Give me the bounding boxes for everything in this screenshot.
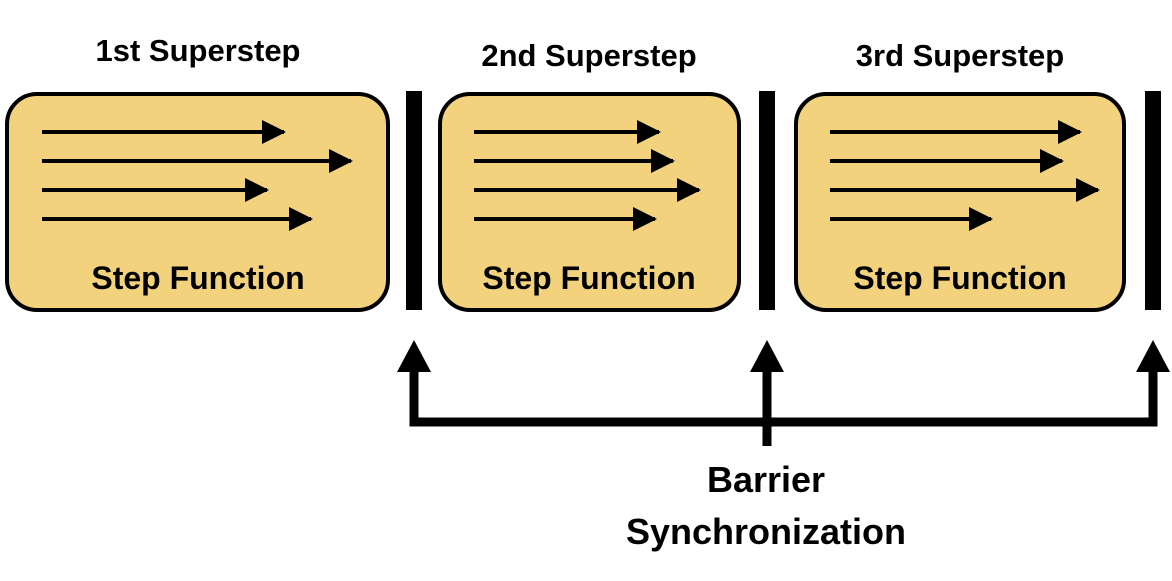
superstep-2: 2nd Superstep Step Function [438, 38, 741, 312]
barrier-bar-1 [406, 91, 422, 310]
superstep-2-function-label: Step Function [482, 260, 695, 296]
superstep-1-title: 1st Superstep [95, 33, 300, 68]
superstep-2-box [438, 92, 741, 312]
superstep-1-function-label: Step Function [91, 260, 304, 296]
sync-connector [397, 340, 1170, 446]
superstep-3-arrows [830, 120, 1100, 231]
barrier-caption-line1: Barrier [707, 459, 825, 500]
superstep-3-box [794, 92, 1126, 312]
superstep-2-title: 2nd Superstep [481, 38, 696, 73]
superstep-3: 3rd Superstep Step Function [794, 38, 1126, 312]
barrier-bar-3 [1145, 91, 1161, 310]
sync-arrowhead-3 [1136, 340, 1170, 372]
superstep-1-arrows [42, 120, 353, 231]
superstep-1: 1st Superstep Step Function [5, 33, 390, 312]
superstep-3-function-label: Step Function [853, 260, 1066, 296]
sync-arrowhead-2 [750, 340, 784, 372]
sync-arrowhead-1 [397, 340, 431, 372]
sync-connector-line [409, 372, 1158, 446]
superstep-2-arrows [474, 120, 701, 231]
barrier-bar-2 [759, 91, 775, 310]
superstep-1-box [5, 92, 390, 312]
barrier-caption-line2: Synchronization [626, 511, 906, 552]
superstep-3-title: 3rd Superstep [856, 38, 1064, 73]
